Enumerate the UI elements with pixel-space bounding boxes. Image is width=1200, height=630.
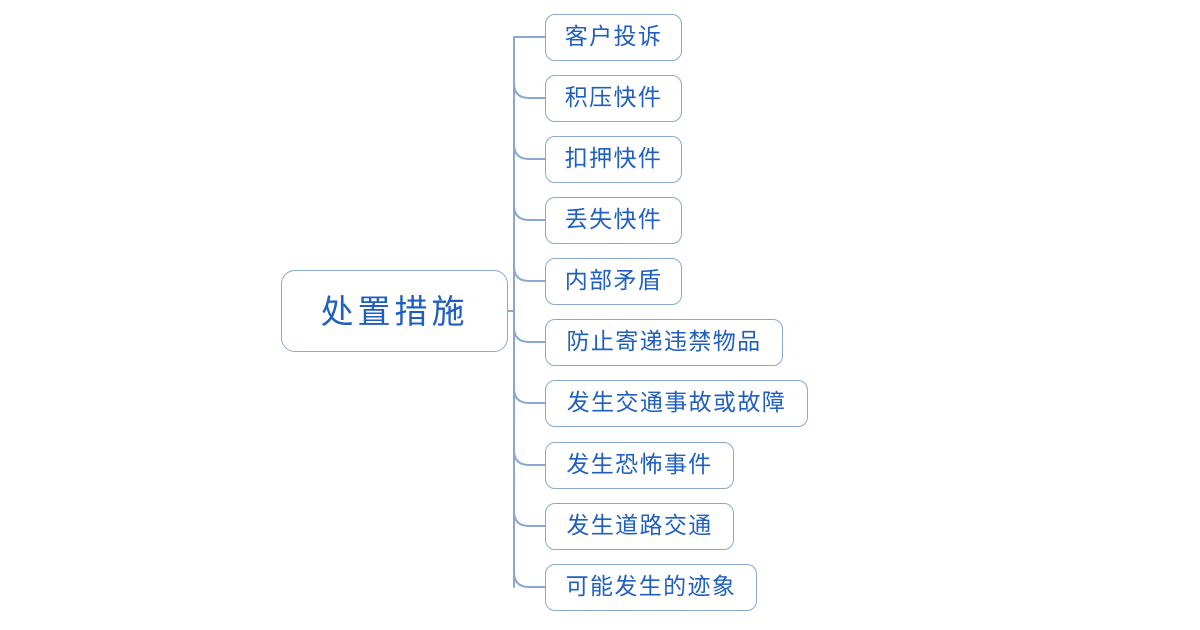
node-terror-incident[interactable]: 发生恐怖事件	[545, 442, 734, 489]
root-node[interactable]: 处置措施	[281, 270, 508, 352]
node-prevent-prohibited-items[interactable]: 防止寄递违禁物品	[545, 319, 783, 366]
connector-child-4	[513, 204, 546, 221]
node-traffic-accident-or-breakdown[interactable]: 发生交通事故或故障	[545, 380, 808, 427]
node-internal-conflict[interactable]: 内部矛盾	[545, 258, 682, 305]
connector-child-9	[513, 510, 546, 527]
node-lost-parcels[interactable]: 丢失快件	[545, 197, 682, 244]
node-label: 内部矛盾	[564, 268, 663, 294]
connector-child-6	[513, 326, 546, 343]
connector-child-5	[513, 265, 546, 282]
node-backlog-parcels[interactable]: 积压快件	[545, 75, 682, 122]
node-possible-signs[interactable]: 可能发生的迹象	[545, 564, 757, 611]
node-label: 积压快件	[564, 85, 663, 111]
root-node-label: 处置措施	[320, 291, 469, 331]
node-label: 发生恐怖事件	[566, 452, 713, 478]
node-label: 发生交通事故或故障	[566, 390, 787, 416]
connector-child-3	[513, 143, 546, 160]
connector-child-8	[513, 449, 546, 466]
node-label: 丢失快件	[564, 207, 663, 233]
connector-child-7	[513, 387, 546, 404]
node-label: 客户投诉	[564, 24, 663, 50]
node-seized-parcels[interactable]: 扣押快件	[545, 136, 682, 183]
node-label: 可能发生的迹象	[565, 574, 737, 600]
node-customer-complaint[interactable]: 客户投诉	[545, 14, 682, 61]
node-label: 防止寄递违禁物品	[566, 329, 762, 355]
connector-child-2	[513, 82, 546, 99]
connector-child-10	[513, 571, 546, 588]
node-road-traffic-incident[interactable]: 发生道路交通	[545, 503, 734, 550]
node-label: 发生道路交通	[566, 513, 713, 539]
node-label: 扣押快件	[564, 146, 663, 172]
